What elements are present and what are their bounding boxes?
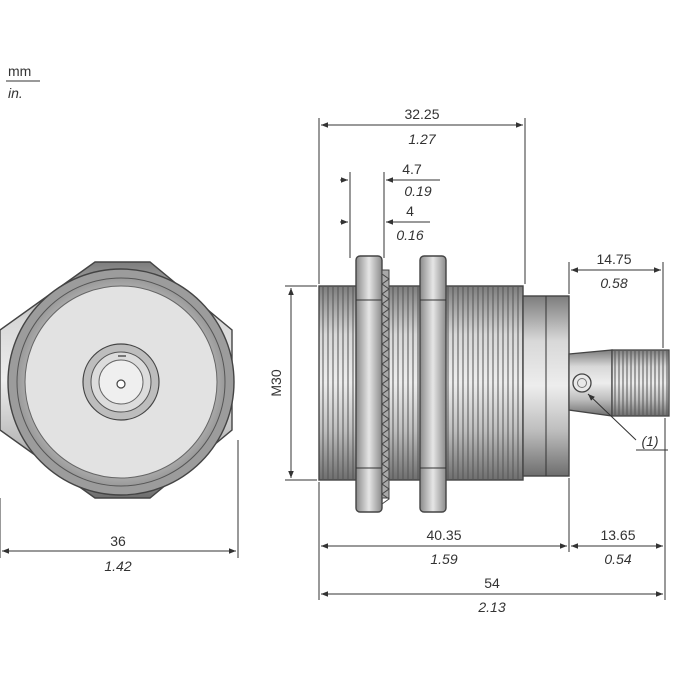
- connector-mm: 14.75: [596, 251, 631, 267]
- washer-tooth: [381, 293, 390, 305]
- washer-tooth: [381, 483, 390, 495]
- thread-diameter-dimension: M30: [268, 285, 317, 481]
- front-width-dimension: 36 1.42: [0, 440, 239, 574]
- washer-tooth: [381, 453, 390, 465]
- washer-tooth: [381, 303, 390, 315]
- washer-tooth: [381, 273, 390, 285]
- connector-thread: [611, 349, 670, 417]
- washer-tooth: [381, 323, 390, 335]
- connector-in: 0.58: [600, 275, 627, 291]
- body-length-dimension: 40.35 1.59 13.65 0.54: [318, 418, 666, 600]
- overall-thread-in: 1.27: [408, 131, 436, 147]
- washer-tooth: [381, 443, 390, 455]
- units-primary: mm: [8, 63, 31, 79]
- washer-tooth: [381, 403, 390, 415]
- washer-tooth: [381, 313, 390, 325]
- connector-length-mm: 13.65: [600, 527, 635, 543]
- nut-right: [419, 255, 447, 513]
- units-legend: mm in.: [6, 63, 40, 101]
- total-length-in: 2.13: [477, 599, 505, 615]
- connector-threads: [614, 351, 668, 415]
- washer-tooth: [381, 473, 390, 485]
- washer-tooth: [381, 333, 390, 345]
- washer-tooth: [381, 493, 390, 505]
- callout-1: (1): [587, 393, 668, 451]
- front-width-in: 1.42: [104, 558, 131, 574]
- thread-label: M30: [268, 369, 284, 396]
- washer-tooth: [381, 413, 390, 425]
- washer-teeth: [381, 273, 390, 505]
- washer-tooth: [381, 423, 390, 435]
- washer-width-in: 0.16: [396, 227, 423, 243]
- total-length-mm: 54: [484, 575, 500, 591]
- body-length-mm: 40.35: [426, 527, 461, 543]
- connector-dimension: 14.75 0.58: [568, 251, 664, 348]
- overall-thread-dimension: 32.25 1.27: [318, 106, 526, 284]
- units-secondary: in.: [8, 85, 23, 101]
- nut-width-in: 0.19: [404, 183, 431, 199]
- total-length-dimension: 54 2.13: [321, 575, 663, 615]
- washer-tooth: [381, 343, 390, 355]
- nut-width-dimension: 4.7 0.19: [340, 161, 440, 258]
- side-view: [318, 255, 670, 513]
- overall-thread-mm: 32.25: [404, 106, 439, 122]
- washer-tooth: [381, 373, 390, 385]
- washer-tooth: [381, 433, 390, 445]
- washer-width-mm: 4: [406, 203, 414, 219]
- front-view: [0, 261, 235, 499]
- led-indicator: [572, 373, 592, 393]
- nut-left: [355, 255, 383, 513]
- front-width-mm: 36: [110, 533, 126, 549]
- washer-tooth: [381, 383, 390, 395]
- washer-tooth: [381, 353, 390, 365]
- center-dot: [116, 379, 126, 389]
- body-length-in: 1.59: [430, 551, 457, 567]
- callout-label: (1): [641, 433, 658, 449]
- washer-tooth: [381, 363, 390, 375]
- washer-tooth: [381, 393, 390, 405]
- washer-tooth: [381, 283, 390, 295]
- nut-width-mm: 4.7: [402, 161, 422, 177]
- washer-width-dimension: 4 0.16: [340, 203, 430, 258]
- connector-length-in: 0.54: [604, 551, 631, 567]
- washer-tooth: [381, 463, 390, 475]
